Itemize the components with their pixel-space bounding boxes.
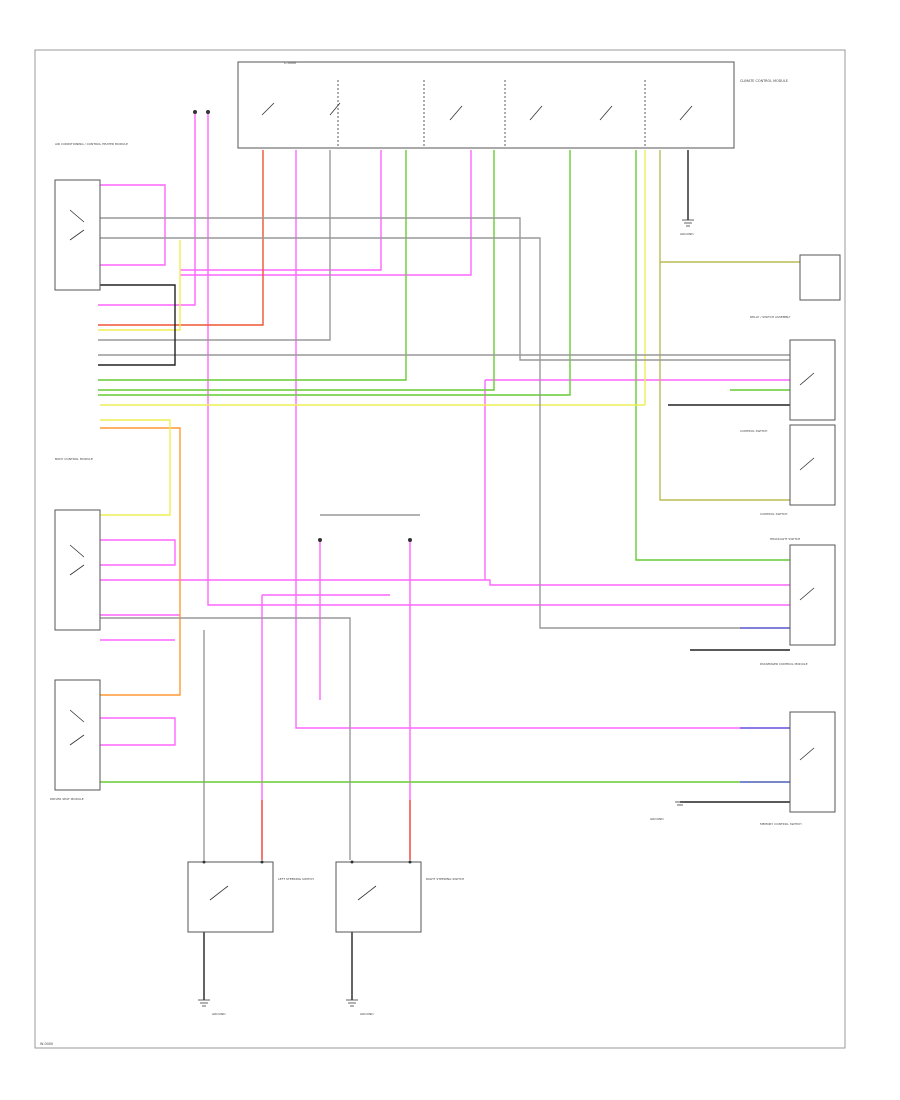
wire-red-1 (98, 150, 264, 326)
wire-yellow-3 (100, 419, 171, 516)
left-component-2: BODY CONTROL MODULE (54, 457, 101, 631)
bottom-component-1: LEFT STEERING SWITCH (187, 861, 314, 933)
wires (98, 112, 800, 1000)
wire-olive-2 (659, 150, 790, 501)
left-component-3-label: DRIVER SEAT MODULE (50, 797, 84, 801)
right-component-3: CONTROL SWITCH (760, 424, 836, 516)
left-component-2-label: BODY CONTROL MODULE (55, 457, 93, 461)
right-component-5: PASSENGER CONTROL MODULE (760, 662, 836, 813)
ground-label-3: GROUND (680, 232, 694, 236)
right-component-1: RELAY / SWITCH ASSEMBLY (750, 254, 841, 319)
wire-green-3 (98, 150, 571, 396)
wire-pink-9 (100, 579, 790, 586)
right-component-3-label: CONTROL SWITCH (760, 512, 787, 516)
ground-label-2: GROUND (360, 1012, 374, 1016)
wire-pink-3 (295, 150, 790, 729)
top-module-box (237, 61, 735, 149)
top-module-title: CLIMATE CONTROL MODULE (740, 79, 788, 83)
footer-code: W-0000 (40, 1042, 53, 1046)
wire-pink-5 (180, 150, 472, 276)
right-component-4: HEADLIGHT SWITCH (770, 537, 836, 646)
wire-black-1 (98, 284, 176, 366)
grounds: GROUND GROUND GROUND GROUND (198, 219, 694, 1016)
wire-pink-4 (180, 150, 382, 271)
switch-symbol (261, 102, 693, 121)
wire-pink-1 (98, 112, 196, 306)
wire-gray-4 (100, 617, 351, 860)
right-component-5-label: PASSENGER CONTROL MODULE (760, 662, 808, 666)
wire-gray-1 (100, 217, 790, 361)
wire-yellow-4 (98, 240, 181, 331)
wire-pink-7 (100, 539, 176, 566)
ground-label-4: GROUND (650, 817, 664, 821)
ground-label-1: GROUND (212, 1012, 226, 1016)
right-component-6: MEMORY CONTROL SWITCH (760, 822, 801, 826)
wire-pink-8 (100, 717, 176, 746)
right-component-4-label: HEADLIGHT SWITCH (770, 537, 800, 541)
right-component-2-label: CONTROL SWITCH (740, 429, 767, 433)
diagram-border (34, 49, 846, 1049)
wire-gray-3 (98, 150, 331, 341)
right-component-1-label: RELAY / SWITCH ASSEMBLY (750, 315, 791, 319)
left-component-1-label: AIR CONDITIONING / CONTROL HEATER MODULE (55, 142, 128, 146)
wire-green-2 (98, 150, 495, 391)
wire-pink-6 (100, 184, 166, 266)
wire-green-4 (635, 150, 790, 561)
right-component-6-label: MEMORY CONTROL SWITCH (760, 822, 801, 826)
wire-green-1 (98, 150, 407, 381)
wire-orange-1 (100, 427, 181, 696)
wire-gray-2 (100, 237, 790, 629)
left-component-1: AIR CONDITIONING / CONTROL HEATER MODULE (54, 142, 128, 291)
wire-pink-2 (207, 112, 790, 606)
top-module-header: C-0000 (284, 61, 296, 65)
bottom-component-2: RIGHT STEERING SWITCH (335, 861, 464, 933)
connector-dots (193, 110, 412, 864)
top-module: C-0000 CLIMATE CONTROL MODULE (237, 61, 788, 149)
right-component-2: CONTROL SWITCH (740, 339, 836, 433)
bottom-component-2-label: RIGHT STEERING SWITCH (426, 877, 464, 881)
bottom-component-1-label: LEFT STEERING SWITCH (278, 877, 314, 881)
left-component-3: DRIVER SEAT MODULE (50, 679, 101, 801)
